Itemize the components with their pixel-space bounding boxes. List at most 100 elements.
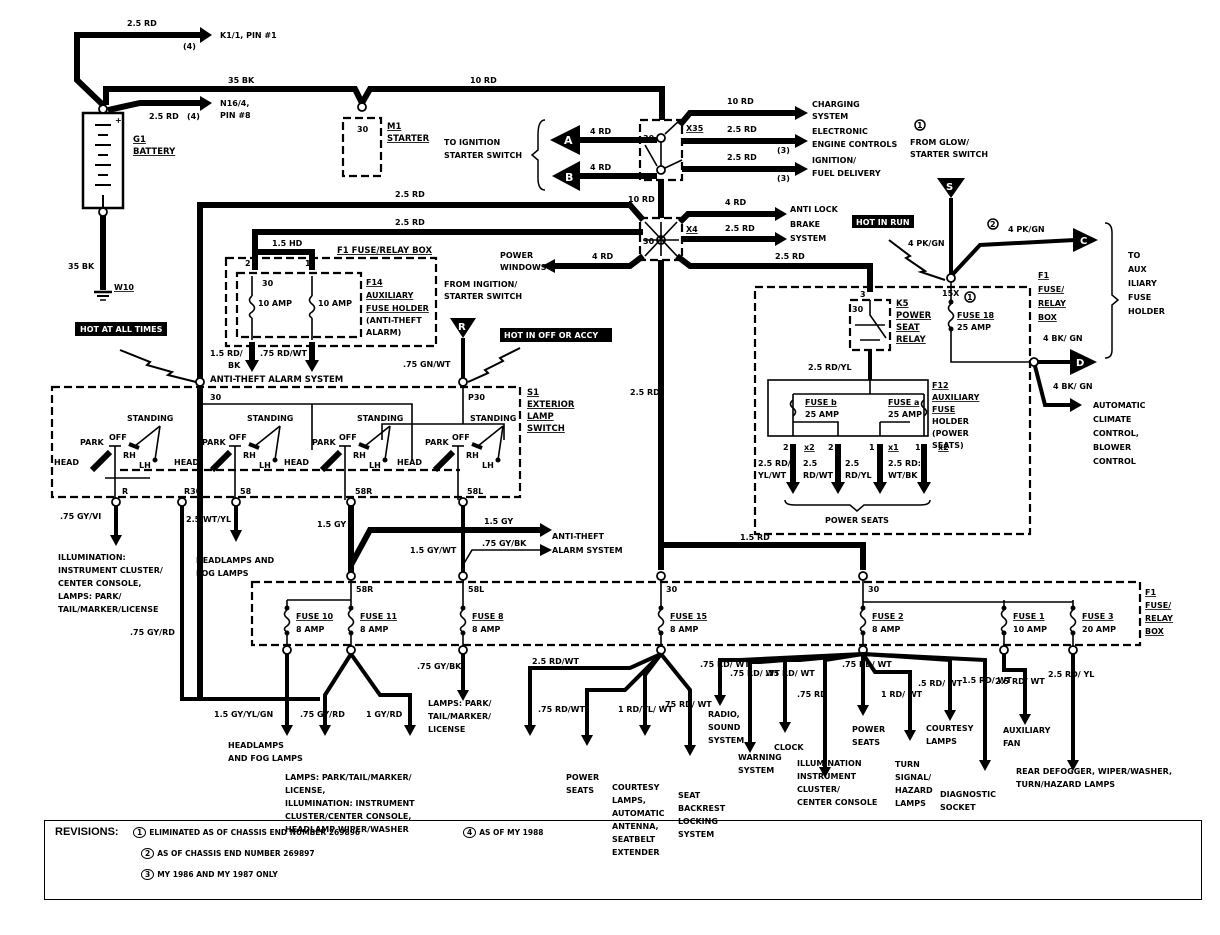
x35-node-bottom (656, 165, 666, 175)
fuse-amp: 10 AMP (1013, 625, 1047, 634)
svg-text:N16/4,: N16/4, (220, 99, 249, 108)
svg-text:POWER: POWER (896, 311, 932, 321)
svg-text:RELAY: RELAY (1038, 299, 1066, 308)
s1-label: S1 EXTERIOR LAMP SWITCH (527, 388, 575, 434)
battery: + (81, 111, 125, 210)
svg-text:30: 30 (357, 125, 369, 134)
output-destination: HEADLAMP WIPER/WASHER (285, 825, 409, 834)
f14-box (235, 271, 363, 339)
output-destination: LOCKING (678, 817, 718, 826)
svg-text:4 RD: 4 RD (590, 163, 612, 172)
svg-text:ANTI LOCK: ANTI LOCK (790, 205, 839, 214)
switch-off-label: OFF (109, 433, 127, 442)
fuse-a-icon (920, 399, 928, 417)
output-circuit: 1 RD/YL/ WTCOURTESYLAMPS,AUTOMATICANTENN… (612, 652, 673, 857)
svg-text:YL/WT: YL/WT (757, 471, 787, 480)
svg-text:4 BK/ GN: 4 BK/ GN (1053, 382, 1093, 391)
hot-in-off-badge (500, 328, 612, 342)
output-destination: SOUND (708, 723, 741, 732)
svg-text:SEAT: SEAT (896, 323, 920, 333)
wire-2.5rd-s1 (197, 202, 646, 700)
svg-text:F1: F1 (1145, 588, 1156, 597)
output-destination: AUXILIARY (1003, 726, 1051, 735)
output-wire (862, 652, 987, 760)
arrow-down-icon (944, 710, 956, 721)
output-destination: HEADLAMPS (228, 741, 284, 750)
svg-text:.75 GY/RD: .75 GY/RD (130, 628, 175, 637)
fuse-amp: 8 AMP (296, 625, 325, 634)
output-wire-label: .75 RD/ WT (700, 660, 750, 669)
output-wire-label: .5 RD/ WT (918, 679, 963, 688)
svg-text:C: C (1080, 236, 1087, 247)
dest-k1: K1/1, PIN #1 (220, 31, 277, 40)
svg-text:x2: x2 (938, 443, 949, 452)
svg-text:ILLUMINATION:: ILLUMINATION: (58, 553, 126, 562)
svg-text:SEATS): SEATS) (932, 441, 964, 450)
svg-text:WT/BK: WT/BK (888, 471, 918, 480)
svg-text:(3): (3) (777, 174, 790, 183)
svg-text:.75 RD/WT: .75 RD/WT (260, 349, 308, 358)
svg-text:30: 30 (643, 237, 655, 246)
battery-neg-node (98, 207, 108, 217)
fuse-icon (248, 295, 256, 319)
svg-text:ILIARY: ILIARY (1128, 279, 1157, 288)
svg-text:2.5: 2.5 (845, 459, 860, 468)
svg-text:WINDOWS: WINDOWS (500, 263, 547, 272)
output-wire-label: 1 RD/ WT (881, 690, 923, 699)
svg-text:F1 FUSE/RELAY BOX: F1 FUSE/RELAY BOX (337, 246, 432, 256)
output-destination: CLUSTER/ (797, 785, 840, 794)
fuse-amp: 8 AMP (872, 625, 901, 634)
svg-text:R: R (122, 487, 128, 496)
hot-at-all-times-badge (75, 322, 167, 336)
svg-text:FROM GLOW/: FROM GLOW/ (910, 138, 969, 147)
svg-text:P30: P30 (468, 393, 485, 402)
svg-text:1: 1 (305, 259, 311, 268)
output-wire (349, 652, 412, 725)
arrow-down-icon (979, 760, 991, 771)
x35-node-top (656, 133, 666, 143)
svg-text:BLOWER: BLOWER (1093, 443, 1131, 452)
output-wire-label: 2.5 RD/ WT (995, 677, 1045, 686)
output-destination: CLUSTER/CENTER CONSOLE, (285, 812, 411, 821)
output-destination: SEAT (678, 791, 701, 800)
output-circuit: .75 RDILLUMINATIONINSTRUMENTCLUSTER/CENT… (797, 652, 877, 807)
svg-text:CENTER CONSOLE,: CENTER CONSOLE, (58, 579, 141, 588)
output-wire (823, 652, 864, 767)
svg-text:3: 3 (860, 290, 866, 299)
svg-text:S1: S1 (527, 388, 539, 398)
fuse: FUSE 108 AMP (282, 600, 334, 655)
svg-text:IGNITION/: IGNITION/ (812, 156, 856, 165)
output-wire-label: .75 RD (797, 690, 827, 699)
svg-text:2.5 WT/YL: 2.5 WT/YL (186, 515, 231, 524)
hot-in-run-node (946, 273, 956, 283)
output-destination: SYSTEM (678, 830, 714, 839)
svg-text:CONTROL,: CONTROL, (1093, 429, 1139, 438)
svg-text:BOX: BOX (1145, 627, 1165, 636)
arrow-down-icon (1067, 760, 1079, 771)
svg-text:.75 GN/WT: .75 GN/WT (403, 360, 451, 369)
switch-standing-label: STANDING (357, 414, 403, 423)
svg-text:2.5 RD: 2.5 RD (630, 388, 660, 397)
switch-lh-label: LH (139, 461, 151, 470)
svg-text:BOX: BOX (1038, 313, 1058, 322)
arrow-down-icon (819, 767, 831, 778)
fuse-name: FUSE 11 (360, 612, 398, 621)
f14-label: F14 AUXILIARY FUSE HOLDER (ANTI-THEFT AL… (366, 278, 429, 337)
output-destination: AUTOMATIC (612, 809, 665, 818)
output-destination: SIGNAL/ (895, 773, 931, 782)
output-destination: TURN/HAZARD LAMPS (1016, 780, 1115, 789)
connector-r (450, 318, 476, 338)
output-wire (643, 652, 663, 725)
svg-text:RELAY: RELAY (1145, 614, 1173, 623)
svg-text:4 RD: 4 RD (592, 252, 614, 261)
svg-text:58R: 58R (355, 487, 372, 496)
connector-b (552, 161, 580, 191)
svg-text:AUX: AUX (1128, 265, 1147, 274)
climate-control-label: AUTOMATIC CLIMATE CONTROL, BLOWER CONTRO… (1093, 401, 1146, 466)
svg-text:2.5 RD: 2.5 RD (395, 218, 425, 227)
